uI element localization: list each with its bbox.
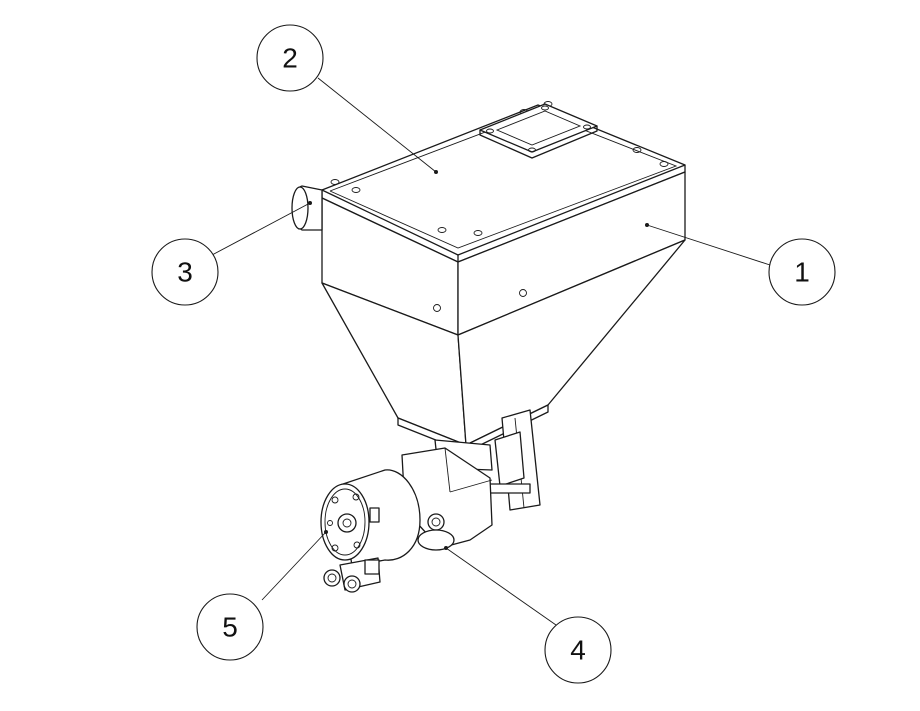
- leader-lines: [211, 77, 771, 626]
- leader-1: [646, 224, 771, 266]
- callout-2: 2: [256, 24, 324, 92]
- callout-1-label: 1: [794, 257, 810, 288]
- callout-3: 3: [151, 238, 219, 306]
- dosing-housing: [401, 447, 493, 551]
- callout-4-label: 4: [570, 635, 586, 666]
- leader-2: [317, 77, 437, 173]
- pneumatic-fittings: [323, 557, 381, 593]
- mount-bracket: [477, 409, 541, 511]
- motor: [320, 469, 421, 567]
- callout-5-label: 5: [222, 612, 238, 643]
- callout-5: 5: [196, 593, 264, 661]
- callout-3-label: 3: [177, 257, 193, 288]
- lid-bolt-holes: [330, 101, 669, 236]
- callout-1: 1: [768, 238, 836, 306]
- leader-5: [261, 531, 327, 601]
- leader-3: [211, 202, 311, 256]
- callout-2-label: 2: [282, 43, 298, 74]
- leader-4: [445, 547, 557, 626]
- hopper-box: [291, 101, 686, 336]
- inlet-flange: [479, 103, 598, 159]
- side-nozzle: [291, 185, 323, 231]
- callout-4: 4: [544, 616, 612, 684]
